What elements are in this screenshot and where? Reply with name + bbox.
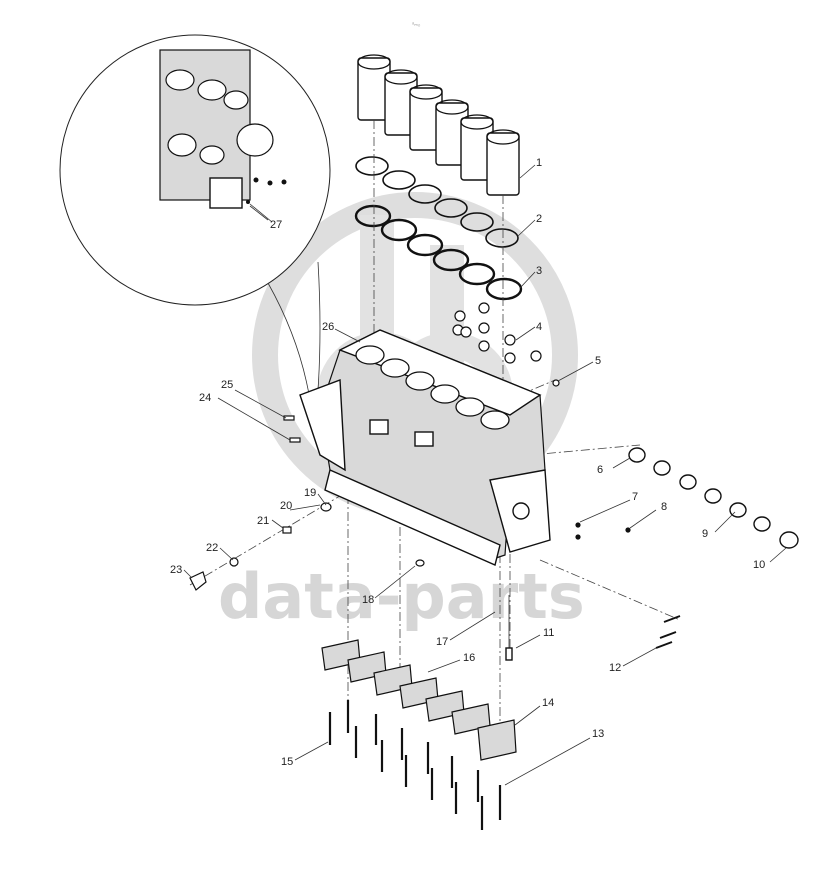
callout-23: 23	[170, 564, 182, 576]
callout-27: 27	[270, 219, 282, 231]
callout-3: 3	[536, 265, 542, 277]
main-bearing-caps	[321, 639, 517, 761]
expansion-plugs	[628, 447, 799, 549]
cup-plugs	[452, 302, 542, 364]
callout-10: 10	[753, 559, 765, 571]
studs	[655, 615, 681, 649]
side-fittings	[189, 379, 631, 591]
callout-9: 9	[702, 528, 708, 540]
main-cap-bolts	[328, 700, 502, 830]
seal-rings-upper	[355, 156, 519, 248]
callout-13: 13	[592, 728, 604, 740]
callout-22: 22	[206, 542, 218, 554]
callout-labels: 1 2 3 4 5 6 7 8 9 10 11 12 13 14 15 16 1…	[170, 157, 765, 768]
callout-6: 6	[597, 464, 603, 476]
callout-7: 7	[632, 491, 638, 503]
cylinder-liners	[357, 54, 520, 196]
engine-block	[299, 329, 551, 566]
callout-24: 24	[199, 392, 211, 404]
callout-11: 11	[543, 627, 554, 639]
callout-4: 4	[536, 321, 542, 333]
seal-rings-lower	[354, 204, 523, 301]
callout-18: 18	[362, 594, 374, 606]
callout-19: 19	[304, 487, 316, 499]
callout-1: 1	[536, 157, 542, 169]
callout-17: 17	[436, 636, 448, 648]
callout-5: 5	[595, 355, 601, 367]
leader-lines	[183, 164, 787, 786]
callout-14: 14	[542, 697, 554, 709]
callout-15: 15	[281, 756, 293, 768]
detail-view	[59, 34, 331, 401]
callout-21: 21	[257, 515, 269, 527]
header-mark: ᵃₘₒ	[412, 22, 421, 28]
callout-25: 25	[221, 379, 233, 391]
callout-16: 16	[463, 652, 475, 664]
callout-26: 26	[322, 321, 334, 333]
callout-8: 8	[661, 501, 667, 513]
watermark-text: data-parts	[218, 560, 585, 633]
callout-20: 20	[280, 500, 292, 512]
callout-2: 2	[536, 213, 542, 225]
callout-12: 12	[609, 662, 621, 674]
